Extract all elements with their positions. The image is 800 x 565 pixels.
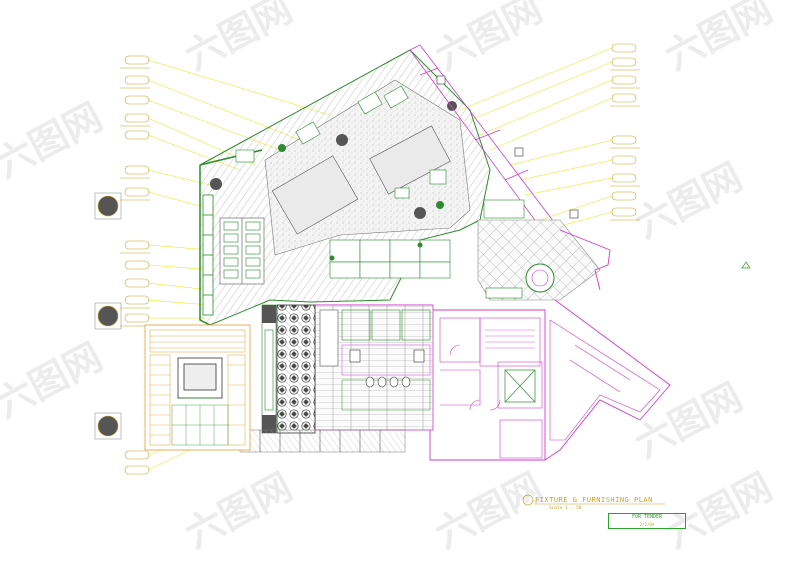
stamp-main-text: FOR TENDER <box>631 514 663 520</box>
dining-table-clusters <box>235 85 451 279</box>
left-annotation-tags <box>124 55 150 475</box>
drawing-scale: Scale 1 : 50 <box>549 506 582 511</box>
drawing-title: FIXTURE & FURNISHING PLAN <box>535 496 653 504</box>
corridor-seat-marks <box>259 430 381 452</box>
bar-area <box>477 199 601 301</box>
lift-core-right <box>504 369 536 403</box>
right-annotation-text-lines <box>610 69 640 221</box>
legend-triangle <box>741 261 751 269</box>
left-annotation-text-lines <box>120 67 150 327</box>
facade-mullions <box>436 75 579 219</box>
basin-fixtures <box>349 349 425 388</box>
column-markers <box>94 192 122 440</box>
stair-bands <box>485 329 535 349</box>
stamp-sub-text: 2/2/04 <box>639 522 655 527</box>
lift-car-left <box>177 357 223 399</box>
right-annotation-tags <box>611 43 637 217</box>
potted-plants <box>278 144 444 261</box>
lobby-grid <box>171 404 229 446</box>
washroom-block <box>314 304 434 431</box>
hall-columns <box>210 101 457 219</box>
loading-wedge <box>549 319 661 441</box>
long-banquet-table <box>219 217 265 285</box>
green-pillar-strip <box>264 329 274 411</box>
wall-banquette <box>202 194 214 316</box>
tender-stamp: FOR TENDER 2/2/04 <box>608 513 686 529</box>
title-bullet <box>522 494 534 506</box>
stair-treads <box>150 335 245 436</box>
decorative-tile-strip <box>261 304 316 434</box>
kitchen-rooms <box>439 317 543 459</box>
legend-mark: A <box>747 264 750 269</box>
